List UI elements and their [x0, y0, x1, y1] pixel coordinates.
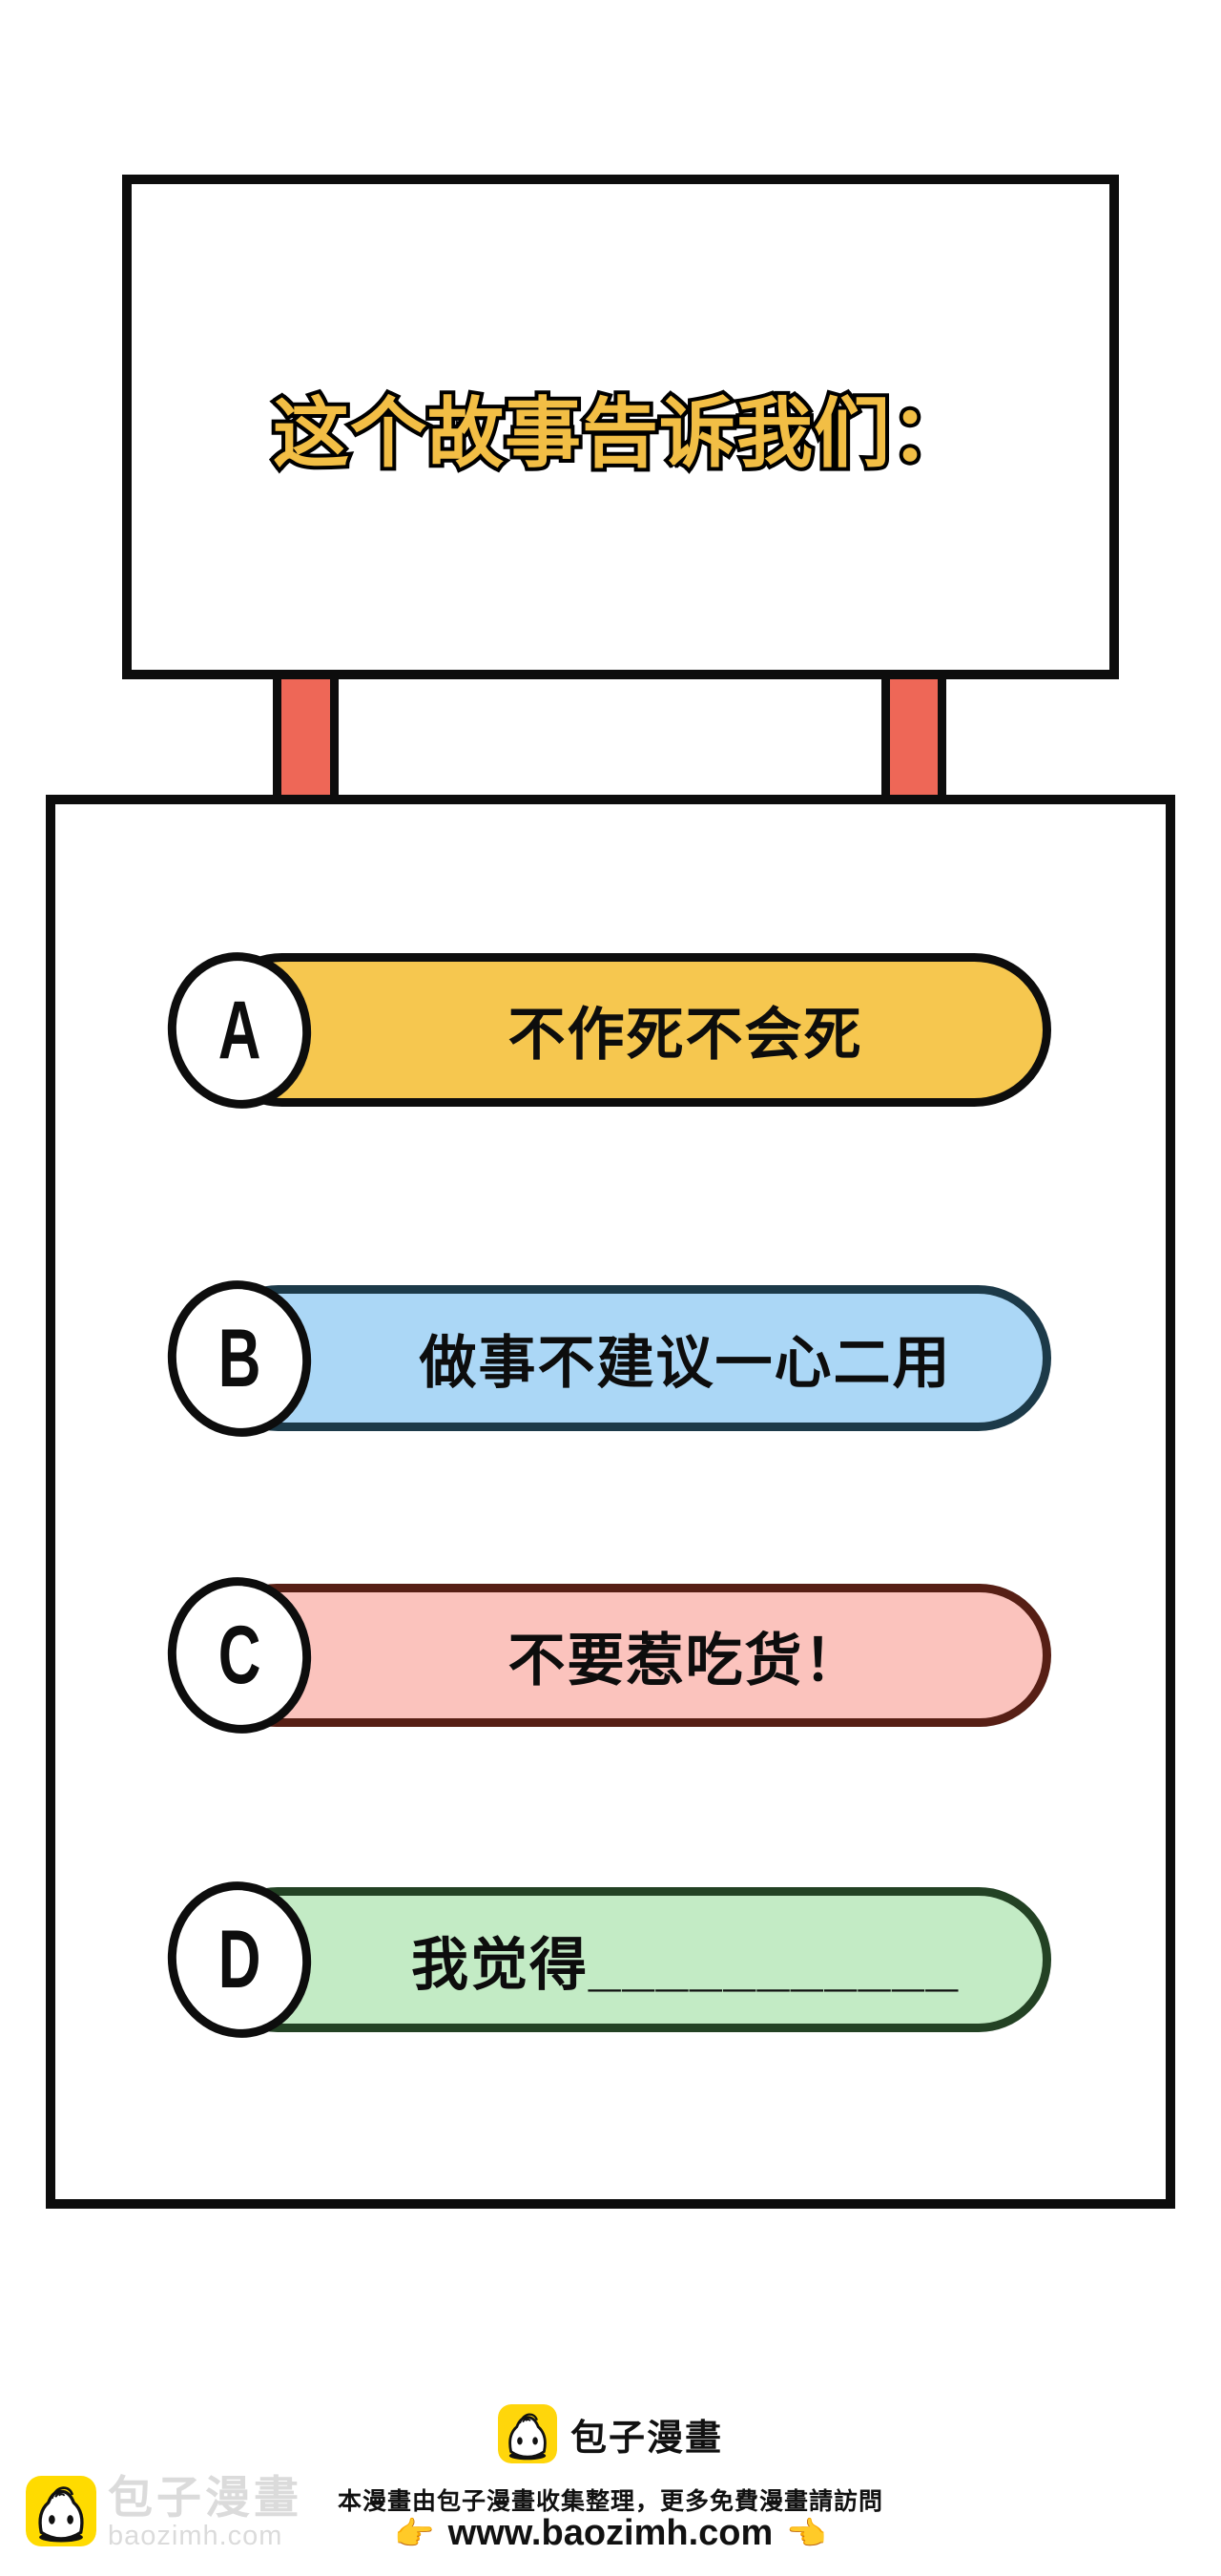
watermark-texts: 包子漫畫 baozimh.com: [108, 2472, 302, 2551]
option-b-text: 做事不建议一心二用: [419, 1331, 952, 1395]
sign-post-left: [273, 673, 339, 800]
option-d-text: 我觉得___________: [410, 1932, 961, 1997]
bao-bun-face-icon: [497, 2404, 557, 2463]
pointing-left-hand-icon: 👈: [786, 2515, 827, 2552]
footer-brand-row: 包子漫畫: [0, 2402, 1221, 2465]
option-c-text: 不要惹吃货！: [507, 1628, 863, 1693]
option-b-pill[interactable]: 做事不建议一心二用: [205, 1285, 1051, 1431]
pointing-right-hand-icon: 👉: [394, 2515, 435, 2552]
footer-info-text: 本漫畫由包子漫畫收集整理，更多免費漫畫請訪問: [337, 2488, 883, 2515]
footer-url-text[interactable]: www.baozimh.com: [447, 2513, 774, 2553]
footer-url-row: 👉 www.baozimh.com 👈: [0, 2513, 1221, 2554]
sign-board: 这个故事告诉我们：: [122, 175, 1119, 679]
quiz-title: 这个故事告诉我们：: [269, 387, 971, 480]
sign-post-right: [881, 673, 946, 800]
watermark-bao-bun-face-icon: [26, 2476, 96, 2546]
option-d-letter: D: [217, 1913, 261, 2005]
option-a-pill[interactable]: 不作死不会死: [205, 953, 1051, 1107]
watermark-domain: baozimh.com: [108, 2521, 283, 2551]
watermark-brand: 包子漫畫: [108, 2472, 302, 2523]
option-c-pill[interactable]: 不要惹吃货！: [205, 1584, 1051, 1727]
option-c-letter: C: [217, 1609, 261, 1701]
option-d-pill[interactable]: 我觉得___________: [205, 1887, 1051, 2032]
option-a-text: 不作死不会死: [507, 1003, 863, 1067]
watermark: 包子漫畫 baozimh.com: [26, 2474, 302, 2550]
option-a-letter: A: [217, 984, 261, 1076]
footer-brand-name: 包子漫畫: [569, 2418, 723, 2459]
option-b-letter: B: [217, 1312, 261, 1404]
